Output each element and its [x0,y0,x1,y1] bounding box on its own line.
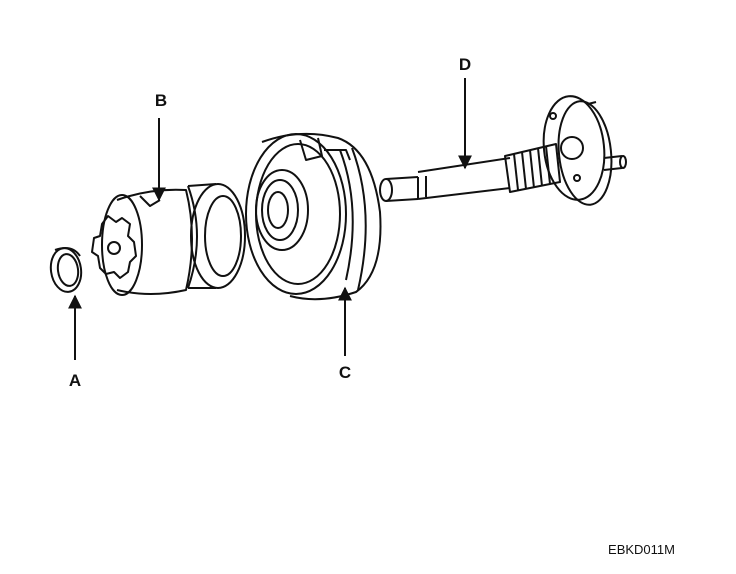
callout-label-d: D [459,55,471,74]
part-d-shaft [379,95,627,206]
part-c-bearing-pulley [245,132,382,301]
callout-label-c: C [339,363,351,382]
callout-label-a: A [69,371,81,390]
part-a-ring [49,247,83,293]
part-b-pinion-clutch [91,183,246,296]
figure-code: EBKD011M [608,542,675,557]
callout-label-b: B [155,91,167,110]
